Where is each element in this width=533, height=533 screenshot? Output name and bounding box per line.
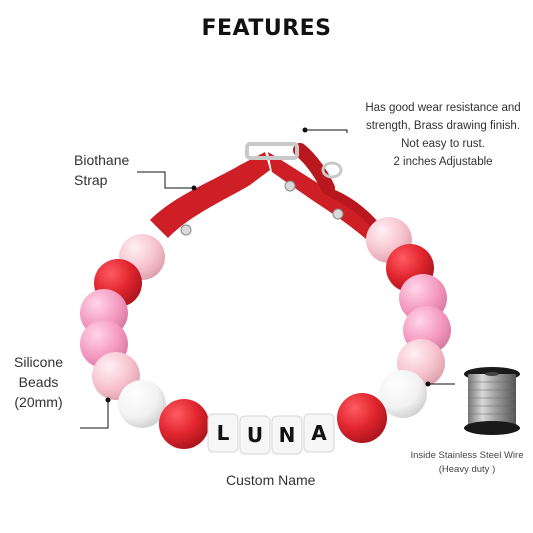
strap-label: Biothane Strap bbox=[74, 150, 129, 190]
feature-line: 2 inches Adjustable bbox=[393, 156, 493, 168]
rivet-icon bbox=[180, 224, 192, 236]
biothane-strap bbox=[150, 142, 392, 250]
callout-lines bbox=[80, 129, 455, 429]
feature-line: strength, Brass drawing finish. bbox=[365, 120, 521, 132]
buckle-icon bbox=[245, 142, 299, 160]
wire-spool-icon bbox=[464, 367, 520, 435]
rivet-icon bbox=[284, 180, 296, 192]
wire-label-line: Inside Stainless Steel Wire bbox=[410, 450, 524, 461]
letter-n: N bbox=[279, 423, 296, 447]
letter-bead bbox=[303, 413, 335, 453]
hardware-features-text: Has good wear resistance and strength, B… bbox=[348, 99, 533, 171]
letter-a: A bbox=[311, 421, 327, 445]
letter-bead bbox=[271, 415, 303, 455]
callout-dots bbox=[105, 127, 431, 403]
wire-label-line: (Heavy duty ) bbox=[438, 464, 496, 475]
d-ring-icon bbox=[321, 161, 343, 179]
letter-u: U bbox=[247, 423, 263, 447]
beads-label-line: Silicone bbox=[14, 354, 64, 370]
rivet-icon bbox=[332, 208, 344, 220]
wire-label: Inside Stainless Steel Wire (Heavy duty … bbox=[402, 449, 532, 477]
beads-label-line: (20mm) bbox=[14, 394, 63, 410]
beads-label: Silicone Beads (20mm) bbox=[14, 352, 63, 412]
beads-label-line: Beads bbox=[18, 374, 59, 390]
silicone-beads bbox=[80, 217, 451, 449]
letter-bead bbox=[239, 415, 271, 455]
name-letter-beads: L U N A bbox=[207, 413, 335, 455]
feature-line: Not easy to rust. bbox=[401, 138, 485, 150]
letter-l: L bbox=[217, 421, 230, 445]
strap-label-line: Strap bbox=[74, 172, 108, 188]
strap-label-line: Biothane bbox=[74, 152, 130, 168]
feature-line: Has good wear resistance and bbox=[365, 102, 521, 114]
custom-name-label: Custom Name bbox=[226, 472, 316, 488]
page-title: FEATURES bbox=[201, 16, 332, 41]
letter-bead bbox=[207, 413, 239, 453]
